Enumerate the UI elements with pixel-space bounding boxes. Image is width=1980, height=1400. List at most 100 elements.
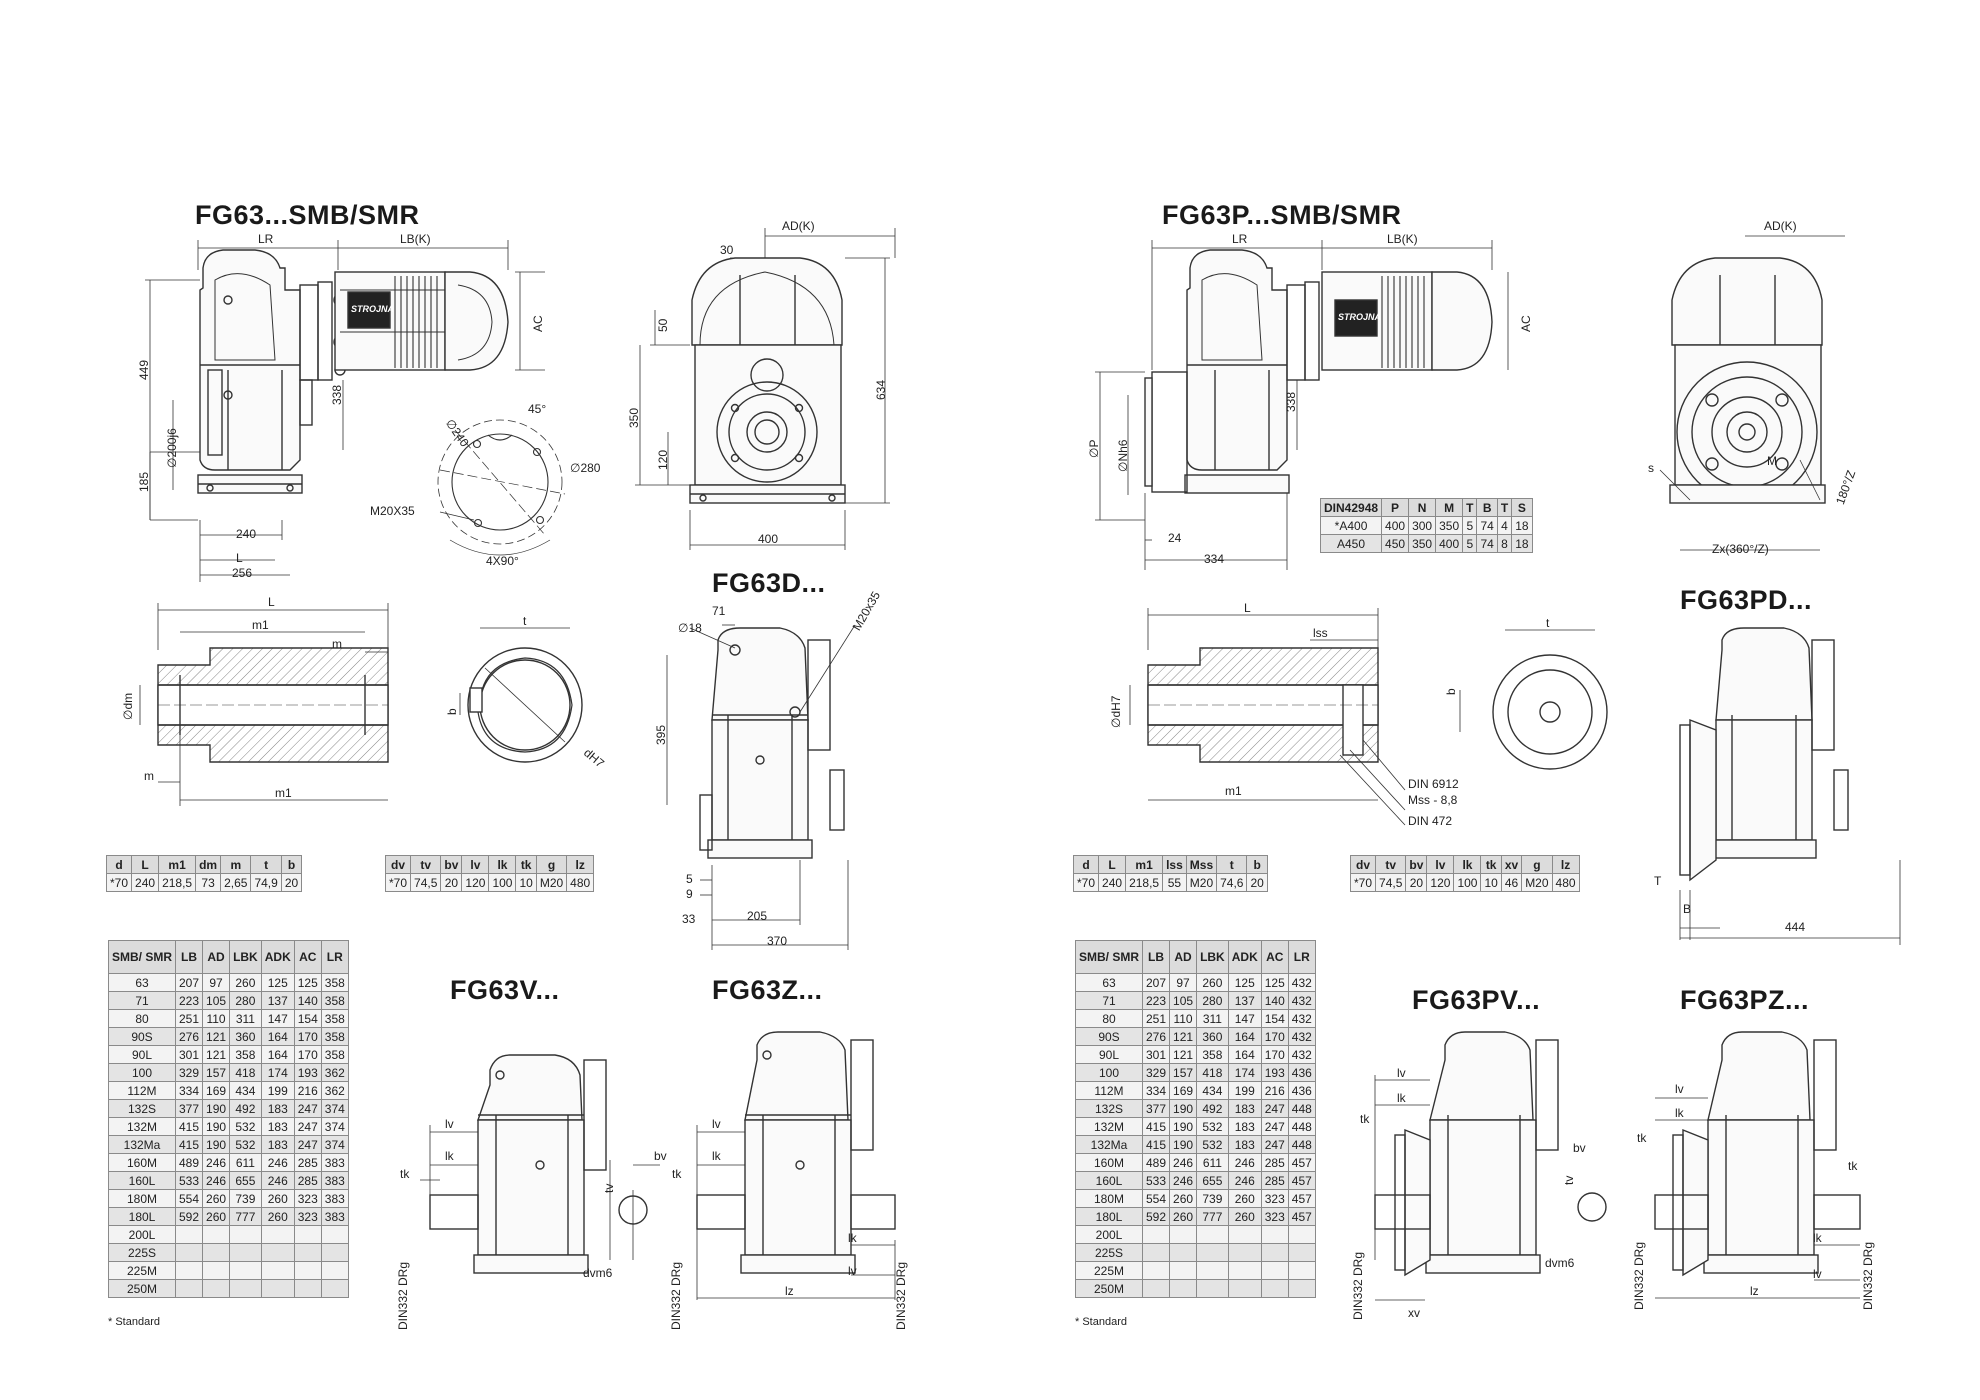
- dim-pz-lk: lk: [1675, 1106, 1684, 1120]
- table-header-cell: t: [1216, 855, 1248, 874]
- table-cell: [1227, 1261, 1262, 1280]
- table-header-cell: LBK: [1196, 940, 1229, 974]
- dim-z-lv: lv: [712, 1117, 721, 1131]
- table-cell: 480: [566, 873, 595, 892]
- table-cell: 154: [293, 1009, 322, 1028]
- dim-d-205: 205: [747, 909, 768, 923]
- table-cell: 157: [1169, 1063, 1198, 1082]
- fg63v-view: [429, 1054, 607, 1274]
- table-cell: 5: [1462, 534, 1478, 553]
- table-cell: 180M: [108, 1189, 176, 1208]
- table-cell: 415: [174, 1117, 204, 1136]
- table-cell: 334: [1141, 1081, 1171, 1100]
- title-fg63pz: FG63PZ...: [1680, 985, 1810, 1015]
- table-cell: 592: [174, 1207, 204, 1226]
- table-cell: 164: [1227, 1045, 1262, 1064]
- table-cell: [1169, 1225, 1198, 1244]
- table-cell: 121: [202, 1045, 231, 1064]
- table-header-cell: m1: [1125, 855, 1164, 874]
- table-cell: [202, 1279, 231, 1298]
- table-header-cell: b: [1246, 855, 1268, 874]
- dim-v-lk: lk: [445, 1149, 454, 1163]
- dim-30: 30: [720, 243, 734, 257]
- fg63p-front-view: [1669, 257, 1826, 504]
- dim-p-334: 334: [1204, 552, 1225, 566]
- table-cell: 301: [1141, 1045, 1171, 1064]
- dim-v-dvm6: dvm6: [583, 1266, 613, 1280]
- dim-p-lbk: LB(K): [1387, 232, 1418, 246]
- table-row: 200L: [1075, 1225, 1316, 1244]
- fg63pv-dims: [1374, 1075, 1430, 1301]
- table-cell: 90S: [108, 1027, 176, 1046]
- table-cell: 246: [1169, 1171, 1198, 1190]
- table-cell: 383: [320, 1171, 349, 1190]
- table-cell: 112M: [1075, 1081, 1143, 1100]
- dim-pv-bv: bv: [1573, 1141, 1586, 1155]
- fg63-side-view: [197, 249, 509, 494]
- table-cell: *70: [1349, 873, 1377, 892]
- fg63pd-view: [1679, 627, 1849, 882]
- table-cell: [260, 1261, 295, 1280]
- dim-p-t: T: [1654, 874, 1662, 888]
- table-cell: 80: [108, 1009, 176, 1028]
- table-cell: [293, 1261, 322, 1280]
- fg63pz-view: [1654, 1031, 1861, 1277]
- dim-p-dh7: ∅dH7: [1109, 695, 1123, 728]
- title-fg63pv: FG63PV...: [1412, 985, 1541, 1015]
- table-cell: 739: [229, 1189, 262, 1208]
- table-cell: 360: [1196, 1027, 1229, 1046]
- table-cell: 400: [1381, 516, 1410, 535]
- table-header-cell: AD: [202, 940, 231, 974]
- title-fg63z: FG63Z...: [712, 975, 823, 1005]
- dim-z-din332: DIN332 DRg: [669, 1261, 683, 1330]
- dim-hollow-dm: ∅dm: [121, 692, 135, 720]
- table-cell: 190: [202, 1117, 231, 1136]
- table-cell: 251: [174, 1009, 204, 1028]
- table-cell: 170: [293, 1027, 322, 1046]
- table-cell: 199: [1227, 1081, 1262, 1100]
- table-cell: 655: [1196, 1171, 1229, 1190]
- dim-d-9: 9: [686, 887, 693, 901]
- table-cell: 132M: [108, 1117, 176, 1136]
- dim-p-zx: Zx(360°/Z): [1712, 542, 1769, 556]
- dim-v-din332: DIN332 DRg: [396, 1261, 410, 1330]
- table-cell: 532: [1196, 1135, 1229, 1154]
- dim-d-18: ∅18: [678, 621, 702, 635]
- table-cell: 74,6: [1216, 873, 1248, 892]
- dim-pv-xv: xv: [1408, 1306, 1420, 1320]
- brand-logo: STROJNA: [351, 304, 395, 314]
- table-cell: 611: [229, 1153, 262, 1172]
- table-header-cell: tv: [410, 855, 442, 874]
- table-cell: 374: [320, 1117, 349, 1136]
- fg63-side-dims: [145, 240, 545, 582]
- table-header-cell: dv: [384, 855, 412, 874]
- dim-v-tv: tv: [602, 1183, 616, 1193]
- table-cell: 207: [174, 973, 204, 992]
- title-fg63d: FG63D...: [712, 568, 826, 598]
- dim-256: 256: [232, 566, 253, 580]
- table-cell: 432: [1287, 1009, 1316, 1028]
- table-header-cell: dv: [1349, 855, 1377, 874]
- table-cell: 105: [1169, 991, 1198, 1010]
- dim-p-m: M: [1767, 454, 1777, 468]
- table-cell: 170: [1260, 1027, 1289, 1046]
- dim-m20x35: M20X35: [370, 504, 415, 518]
- dim-z-tk: tk: [672, 1167, 682, 1181]
- table-cell: 374: [320, 1099, 349, 1118]
- table-cell: [1287, 1261, 1316, 1280]
- table-cell: 492: [1196, 1099, 1229, 1118]
- table-cell: [202, 1261, 231, 1280]
- table-header-cell: L: [1098, 855, 1127, 874]
- table-cell: [202, 1225, 231, 1244]
- table-cell: [1227, 1279, 1262, 1298]
- table-header-cell: AC: [293, 940, 322, 974]
- table-cell: 2,65: [220, 873, 252, 892]
- table-header-cell: lv: [461, 855, 490, 874]
- table-header-cell: LB: [174, 940, 204, 974]
